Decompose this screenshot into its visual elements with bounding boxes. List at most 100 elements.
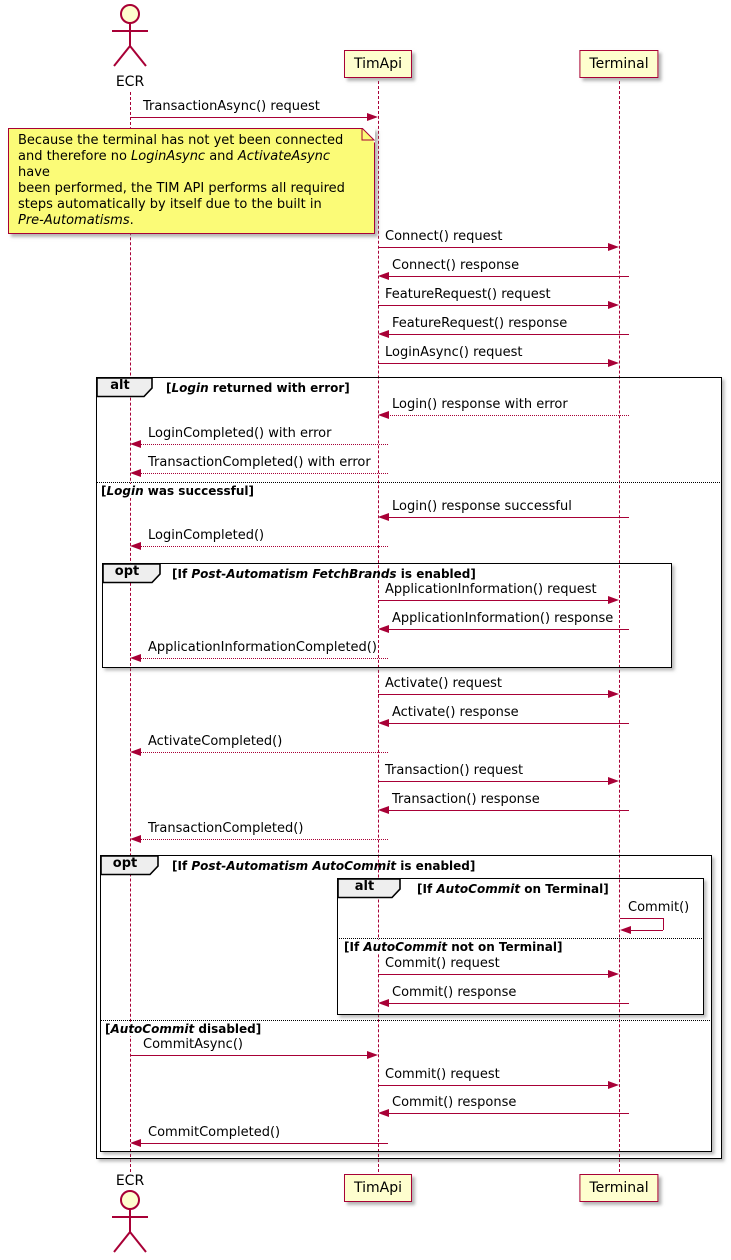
- frame-condition-opt-fetchbrands: [If Post-Automatism FetchBrands is enabl…: [172, 567, 476, 581]
- text-segment: on Terminal]: [520, 882, 609, 896]
- frame-keyword-tab-opt-autocommit: [100, 855, 160, 880]
- message-arrow: [130, 1055, 368, 1056]
- message-label: Connect() request: [385, 229, 503, 244]
- message-label: FeatureRequest() request: [385, 287, 551, 302]
- frame-keyword-alt-login-result: alt: [110, 378, 130, 393]
- text-segment: [: [101, 484, 107, 498]
- message-arrowhead: [608, 970, 619, 978]
- text-segment: [If: [172, 859, 192, 873]
- message-arrow: [388, 1113, 629, 1114]
- frame-keyword-tab-alt-login-result: [96, 377, 154, 402]
- text-segment: Post-Automatism AutoCommit: [191, 859, 397, 873]
- message-label: Activate() request: [385, 676, 502, 691]
- message-label: ApplicationInformationCompleted(): [148, 640, 377, 655]
- message-label: Commit() request: [385, 1067, 500, 1082]
- text-segment: and therefore no: [18, 149, 132, 164]
- frame-keyword-opt-autocommit: opt: [112, 856, 138, 871]
- frame-condition-alt-autocommit-location: [If AutoCommit on Terminal]: [417, 882, 609, 896]
- self-message-line-back: [628, 930, 663, 931]
- message-arrowhead: [367, 113, 378, 121]
- message-label: Login() response successful: [392, 499, 572, 514]
- message-arrowhead: [608, 596, 619, 604]
- text-segment: [: [166, 381, 172, 395]
- message-arrowhead: [378, 411, 389, 419]
- message-arrowhead: [130, 440, 141, 448]
- message-arrow: [388, 723, 629, 724]
- message-arrow: [378, 305, 609, 306]
- message-arrowhead: [130, 469, 141, 477]
- message-arrow: [388, 1003, 629, 1004]
- message-arrowhead: [378, 330, 389, 338]
- message-arrow: [388, 276, 629, 277]
- message-label: TransactionCompleted(): [148, 821, 304, 836]
- text-segment: [If: [417, 882, 437, 896]
- actor-figure-ecr-bottom: [107, 1189, 153, 1260]
- message-label: CommitAsync(): [143, 1037, 243, 1052]
- actor-label-ecr-top: ECR: [115, 74, 145, 90]
- frame-keyword-tab-opt-fetchbrands: [102, 563, 162, 588]
- message-label: Login() response with error: [392, 397, 568, 412]
- note-line: steps automatically by itself due to the…: [18, 197, 365, 213]
- message-arrowhead: [608, 243, 619, 251]
- message-label: ApplicationInformation() request: [385, 582, 597, 597]
- participant-box-timapi-bottom: TimApi: [343, 1174, 413, 1203]
- message-arrow: [140, 658, 388, 659]
- lifeline-ecr: [130, 92, 131, 1172]
- text-segment: [: [105, 1022, 111, 1036]
- message-label: Commit() response: [392, 1095, 517, 1110]
- text-segment: Because the terminal has not yet been co…: [18, 133, 344, 148]
- message-arrow: [378, 781, 609, 782]
- divider-autocommit-not-on-terminal: [337, 938, 702, 939]
- message-arrow: [378, 600, 609, 601]
- text-segment: not on Terminal]: [447, 940, 563, 954]
- message-arrow: [378, 1085, 609, 1086]
- message-arrowhead: [367, 1051, 378, 1059]
- message-arrowhead: [608, 359, 619, 367]
- message-label: LoginAsync() request: [385, 345, 523, 360]
- message-arrowhead: [130, 835, 141, 843]
- divider-login-successful: [96, 482, 720, 483]
- message-arrow: [140, 444, 388, 445]
- message-arrow: [388, 810, 629, 811]
- text-segment: have: [18, 165, 50, 180]
- message-arrowhead: [378, 1109, 389, 1117]
- text-segment: is enabled]: [396, 859, 476, 873]
- divider-autocommit-not-on-terminal-label: [If AutoCommit not on Terminal]: [343, 940, 566, 954]
- message-arrowhead: [608, 1081, 619, 1089]
- participant-box-terminal-top: Terminal: [579, 50, 659, 79]
- text-segment: ActivateAsync: [237, 149, 331, 164]
- frame-keyword-alt-autocommit-location: alt: [354, 879, 375, 894]
- message-label: ActivateCompleted(): [148, 734, 283, 749]
- message-arrowhead: [608, 301, 619, 309]
- message-arrow: [130, 117, 368, 118]
- message-arrow: [140, 473, 388, 474]
- message-label: Commit() request: [385, 956, 500, 971]
- frame-condition-alt-login-result: [Login returned with error]: [166, 381, 350, 395]
- actor-label-ecr-bottom: ECR: [115, 1173, 145, 1189]
- actor-figure-ecr-top: [107, 3, 153, 75]
- message-label: Transaction() request: [385, 763, 524, 778]
- message-arrow: [388, 415, 629, 416]
- divider-autocommit-disabled: [100, 1020, 710, 1021]
- text-segment: disabled]: [194, 1022, 262, 1036]
- message-arrow: [388, 517, 629, 518]
- text-segment: Pre-Automatisms: [18, 213, 130, 228]
- message-arrowhead: [608, 777, 619, 785]
- text-segment: is enabled]: [396, 567, 476, 581]
- message-arrow: [378, 694, 609, 695]
- note-line: Pre-Automatisms.: [18, 213, 365, 229]
- message-arrow: [378, 363, 609, 364]
- frame-condition-opt-autocommit: [If Post-Automatism AutoCommit is enable…: [172, 859, 475, 873]
- message-label: Transaction() response: [392, 792, 540, 807]
- message-arrowhead: [378, 513, 389, 521]
- frame-keyword-opt-fetchbrands: opt: [114, 564, 140, 579]
- lifeline-terminal: [619, 81, 620, 1172]
- message-arrow: [378, 974, 609, 975]
- text-segment: Post-Automatism FetchBrands: [191, 567, 397, 581]
- text-segment: was successful]: [143, 484, 255, 498]
- note-line: been performed, the TIM API performs all…: [18, 181, 365, 197]
- text-segment: [If: [344, 940, 364, 954]
- message-arrow: [140, 752, 388, 753]
- divider-autocommit-disabled-label: [AutoCommit disabled]: [104, 1022, 265, 1036]
- message-arrowhead: [608, 690, 619, 698]
